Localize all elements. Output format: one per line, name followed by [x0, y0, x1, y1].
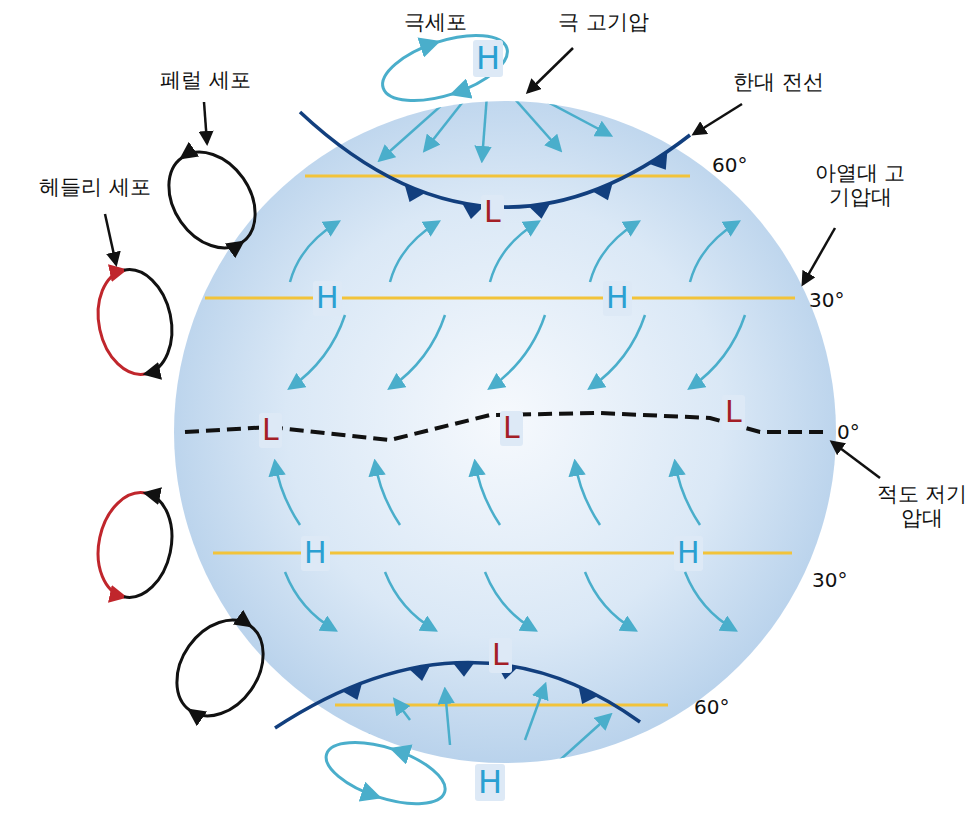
- polar-fronts: [275, 112, 690, 728]
- wind-arrow: [385, 572, 435, 630]
- leader-arrows: [105, 48, 880, 478]
- wind-arrow: [560, 715, 610, 760]
- low-pressure-mark: L: [481, 195, 504, 230]
- latitude-lines: [205, 176, 795, 705]
- high-pressure-mark: H: [603, 281, 632, 316]
- wind-arrow: [482, 82, 488, 160]
- wind-arrow: [395, 700, 410, 720]
- wind-arrow: [490, 315, 545, 388]
- wind-arrow: [575, 462, 600, 525]
- pressure-label: 극 고기압: [558, 10, 649, 34]
- front-tooth: [342, 683, 362, 700]
- latitude-label: 60°: [712, 154, 747, 177]
- front-label: 한대 전선: [733, 70, 824, 94]
- front-tooth: [592, 183, 612, 200]
- latitude-label: 30°: [809, 289, 844, 312]
- surface-winds: [275, 80, 745, 760]
- circulation-cells: [89, 22, 515, 814]
- high-pressure-mark: H: [674, 536, 703, 571]
- low-pressure-mark: L: [489, 638, 512, 673]
- front-tooth: [579, 686, 599, 704]
- wind-arrow: [690, 315, 745, 388]
- latitude-label: 0°: [837, 421, 860, 444]
- pressure-belt-label: 아열대 고기압대: [814, 161, 906, 209]
- wind-arrow: [690, 222, 738, 282]
- wind-arrow: [590, 315, 645, 388]
- wind-arrow: [290, 734, 370, 737]
- high-pressure-mark: H: [301, 536, 330, 571]
- low-pressure-mark: L: [722, 395, 745, 430]
- front-tooth: [405, 185, 425, 202]
- globe: [174, 101, 836, 763]
- wind-arrow: [590, 222, 638, 282]
- high-pressure-mark: H: [313, 281, 342, 316]
- cell-label: 페럴 세포: [160, 68, 251, 92]
- high-pressure-mark: H: [475, 764, 505, 801]
- wind-arrow: [285, 572, 335, 630]
- low-pressure-mark: L: [500, 411, 523, 446]
- wind-arrow: [475, 462, 500, 525]
- wind-arrow: [525, 685, 545, 740]
- cell-label: 헤들리 세포: [39, 175, 151, 199]
- pressure-belt-label: 적도 저기압대: [874, 482, 970, 530]
- wind-arrow: [275, 462, 300, 525]
- wind-arrow: [390, 222, 438, 282]
- latitude-label: 30°: [812, 569, 847, 592]
- latitude-label: 60°: [694, 696, 729, 719]
- wind-arrow: [290, 315, 345, 388]
- cell-label: 극세포: [404, 10, 467, 34]
- front-tooth: [453, 662, 475, 676]
- front-tooth: [409, 665, 431, 681]
- wind-arrow: [485, 572, 535, 630]
- wind-arrow: [375, 462, 400, 525]
- high-pressure-mark: H: [473, 40, 503, 77]
- wind-arrow: [425, 80, 480, 150]
- wind-arrow: [490, 222, 538, 282]
- wind-arrow: [510, 82, 610, 135]
- front-tooth: [529, 203, 551, 219]
- wind-arrow: [685, 572, 735, 630]
- wind-arrow: [675, 462, 700, 525]
- low-pressure-mark: L: [259, 413, 282, 448]
- wind-arrow: [445, 690, 450, 745]
- front-tooth: [649, 152, 667, 170]
- wind-arrow: [290, 222, 338, 282]
- wind-arrow: [585, 572, 635, 630]
- wind-arrow: [390, 315, 445, 388]
